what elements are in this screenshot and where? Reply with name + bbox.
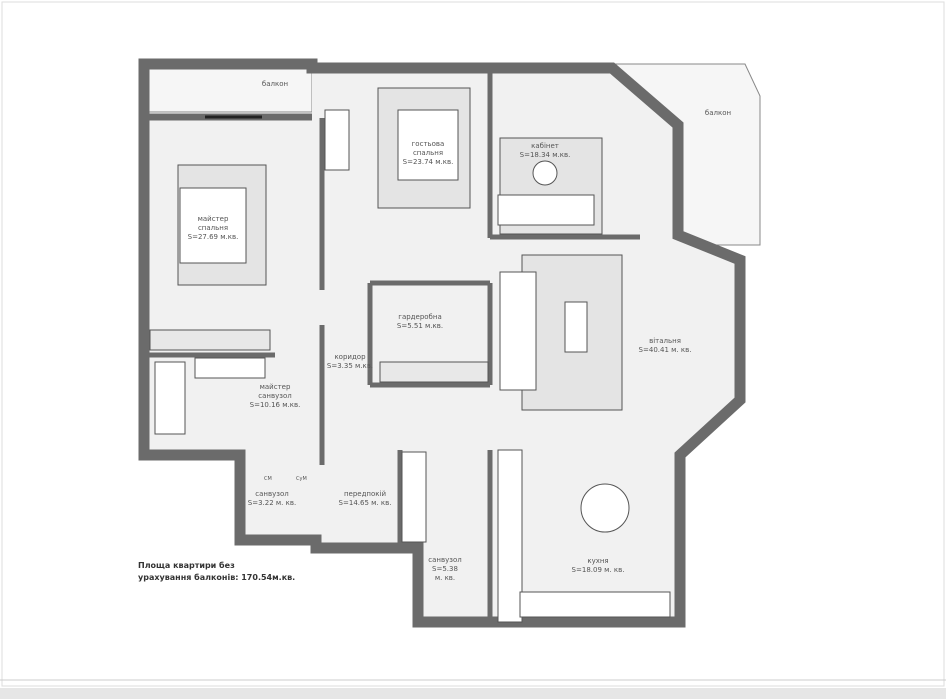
page-frame bbox=[1, 1, 945, 687]
bottom-strip bbox=[0, 688, 946, 699]
interior-walls bbox=[144, 70, 640, 620]
outer-wall bbox=[138, 58, 746, 628]
furniture bbox=[149, 87, 671, 623]
dryer-label: СуМ bbox=[296, 476, 307, 482]
label-balcony-right: балкон bbox=[704, 109, 732, 117]
label-balcony-left: балкон bbox=[261, 80, 289, 88]
washer-label: СМ bbox=[264, 476, 272, 482]
